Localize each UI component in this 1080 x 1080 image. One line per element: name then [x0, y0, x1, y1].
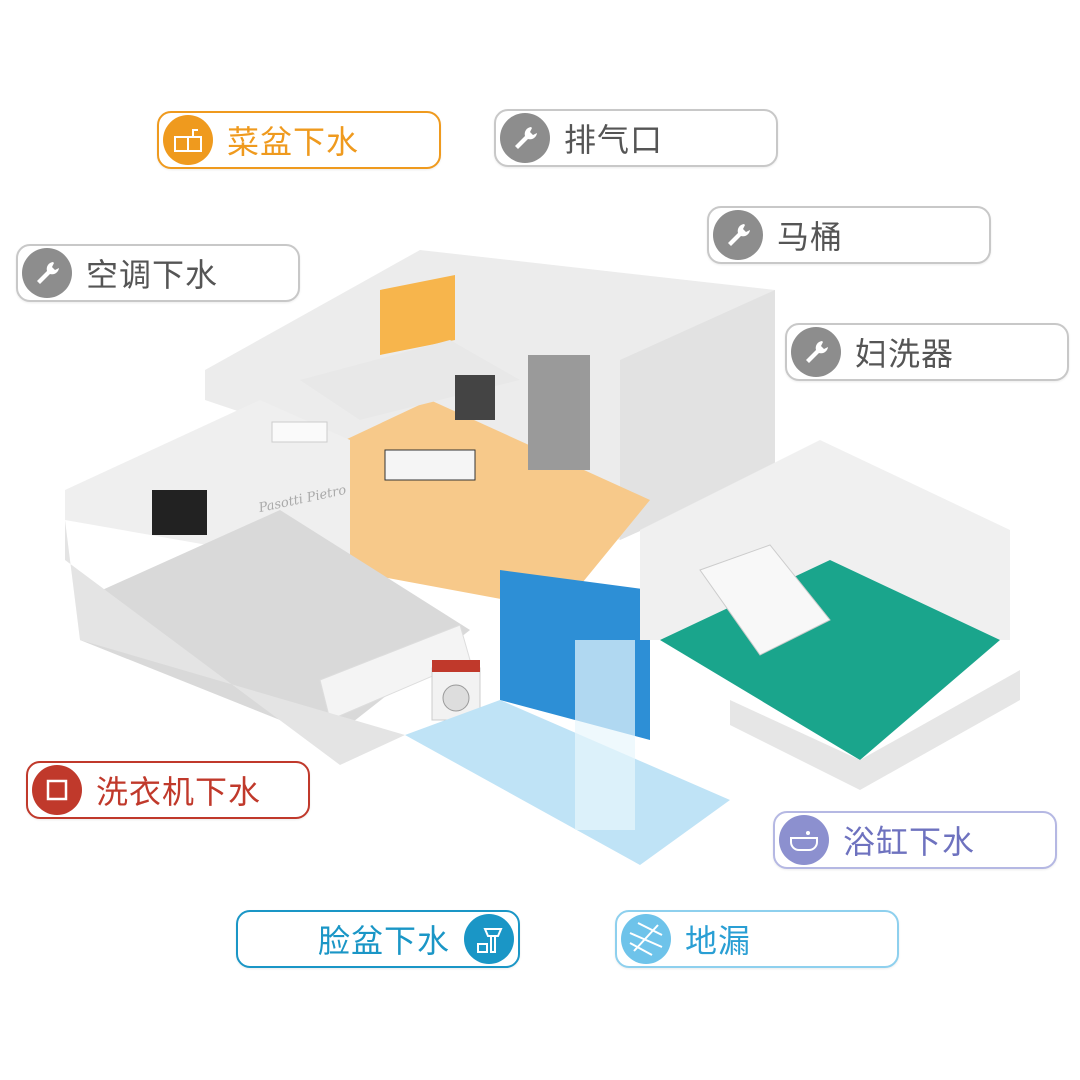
label-toilet: 马桶 — [707, 206, 991, 264]
label-basin-drain: 脸盆下水 — [236, 910, 520, 968]
label-text: 排气口 — [564, 121, 664, 159]
label-text: 空调下水 — [86, 256, 219, 294]
kitchen-cabinets — [380, 275, 455, 355]
dining-table — [384, 449, 476, 481]
air-conditioner — [271, 421, 328, 443]
label-text: 浴缸下水 — [843, 823, 976, 861]
wrench-icon — [713, 210, 763, 260]
kitchen-right-wall — [620, 290, 775, 540]
bathtub — [699, 544, 831, 656]
tv — [152, 490, 207, 535]
label-ac-drain: 空调下水 — [16, 244, 300, 302]
fridge — [528, 355, 590, 470]
label-text: 洗衣机下水 — [96, 773, 262, 811]
label-bidet: 妇洗器 — [785, 323, 1069, 381]
label-text: 菜盆下水 — [227, 123, 360, 161]
washing-machine-icon — [32, 765, 82, 815]
sink-icon — [163, 115, 213, 165]
oven — [455, 375, 495, 420]
wrench-icon — [22, 248, 72, 298]
bathroom-front-wall — [730, 670, 1020, 790]
washbasin-icon — [464, 914, 514, 964]
kitchen-counter — [300, 340, 520, 420]
washing-machine-door — [442, 684, 470, 712]
small-bath-floor — [405, 700, 730, 865]
shower-glass — [575, 640, 635, 830]
label-kitchen-sink-drain: 菜盆下水 — [157, 111, 441, 169]
floor-drain-icon — [621, 914, 671, 964]
wrench-icon — [791, 327, 841, 377]
bathtub-icon — [779, 815, 829, 865]
label-text: 马桶 — [777, 218, 844, 256]
label-bathtub-drain: 浴缸下水 — [773, 811, 1057, 869]
washing-machine-top — [432, 660, 480, 672]
label-washer-drain: 洗衣机下水 — [26, 761, 310, 819]
house-front-wall — [65, 520, 405, 765]
label-text: 脸盆下水 — [317, 922, 450, 960]
label-exhaust: 排气口 — [494, 109, 778, 167]
label-text: 妇洗器 — [855, 335, 955, 373]
wrench-icon — [500, 113, 550, 163]
label-floor-drain: 地漏 — [615, 910, 899, 968]
label-text: 地漏 — [685, 922, 752, 960]
